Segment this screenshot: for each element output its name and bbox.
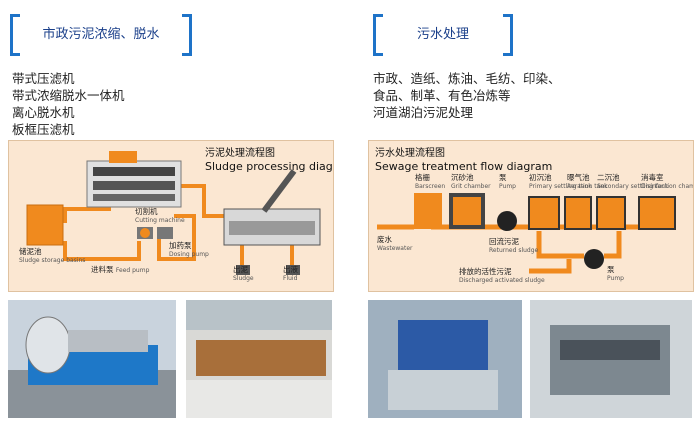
sludge-diagram-title: 污泥处理流程图 Sludge processing diagram bbox=[205, 148, 333, 173]
left-heading-text: 市政污泥浓缩、脱水 bbox=[42, 27, 160, 42]
wastewater-label: 废水 Wastewater bbox=[377, 235, 413, 252]
cutting-label: 切割机 Cutting machine bbox=[135, 207, 185, 224]
left-section-heading: 市政污泥浓缩、脱水 bbox=[10, 14, 192, 56]
list-item: 河道湖泊污泥处理 bbox=[373, 105, 474, 120]
grit-label: 沉砂池 Grit chamber bbox=[451, 173, 491, 190]
sewage-diagram-title: 污水处理流程图 Sewage treatment flow diagram bbox=[375, 148, 553, 173]
right-application-list: 市政、造纸、炼油、毛纺、印染、 食品、制革、有色冶炼等 河道湖泊污泥处理 bbox=[373, 70, 561, 121]
list-item: 市政、造纸、炼油、毛纺、印染、 bbox=[373, 71, 561, 86]
fluid-out-label: 出液 Fluid bbox=[283, 265, 298, 282]
left-bracket bbox=[10, 14, 20, 56]
right-bracket bbox=[182, 14, 192, 56]
plate-press-photo bbox=[186, 300, 332, 418]
storage-label: 储泥池 Sludge storage basins bbox=[19, 247, 86, 264]
barscreen-label: 格栅 Barscreen bbox=[415, 173, 446, 190]
returned-sludge-label: 回流污泥 Returned sludge bbox=[489, 237, 539, 254]
dosing-label: 加药泵 Dosing pump bbox=[169, 241, 209, 258]
pump2-label: 泵 Pump bbox=[607, 265, 624, 282]
left-bracket bbox=[373, 14, 383, 56]
sludge-process-diagram: 污泥处理流程图 Sludge processing diagram 储泥池 Sl… bbox=[8, 140, 334, 292]
list-item: 离心脱水机 bbox=[12, 105, 75, 120]
centrifuge-photo bbox=[8, 300, 176, 418]
sludge-out-label: 出泥 Sludge bbox=[233, 265, 254, 282]
list-item: 板框压滤机 bbox=[12, 122, 75, 137]
pump-label: 泵 Pump bbox=[499, 173, 516, 190]
right-section-heading: 污水处理 bbox=[373, 14, 513, 56]
discharged-sludge-label: 排放的活性污泥 Discharged activated sludge bbox=[459, 267, 545, 284]
list-item: 带式压滤机 bbox=[12, 71, 75, 86]
list-item: 带式浓缩脱水一体机 bbox=[12, 88, 125, 103]
feed-label: 进料泵 Feed pump bbox=[91, 265, 150, 274]
sewage-flow-diagram: 污水处理流程图 Sewage treatment flow diagram 格栅… bbox=[368, 140, 694, 292]
sludge-diagram-graphic bbox=[26, 151, 321, 275]
disinfection-label: 消毒室 Disinfection chamber bbox=[641, 173, 693, 190]
right-bracket bbox=[503, 14, 513, 56]
screw-press-photo bbox=[368, 300, 522, 418]
primary-label: 初沉池 Primary settling tank bbox=[529, 173, 592, 190]
list-item: 食品、制革、有色冶炼等 bbox=[373, 88, 511, 103]
belt-press-photo bbox=[530, 300, 692, 418]
aeration-label: 曝气池 Aeration tank bbox=[567, 173, 608, 190]
sewage-diagram-graphic bbox=[377, 193, 676, 274]
secondary-label: 二沉池 Secondary settling tank bbox=[597, 173, 669, 190]
right-heading-text: 污水处理 bbox=[416, 27, 469, 42]
left-equipment-list: 带式压滤机 带式浓缩脱水一体机 离心脱水机 板框压滤机 bbox=[12, 70, 125, 138]
